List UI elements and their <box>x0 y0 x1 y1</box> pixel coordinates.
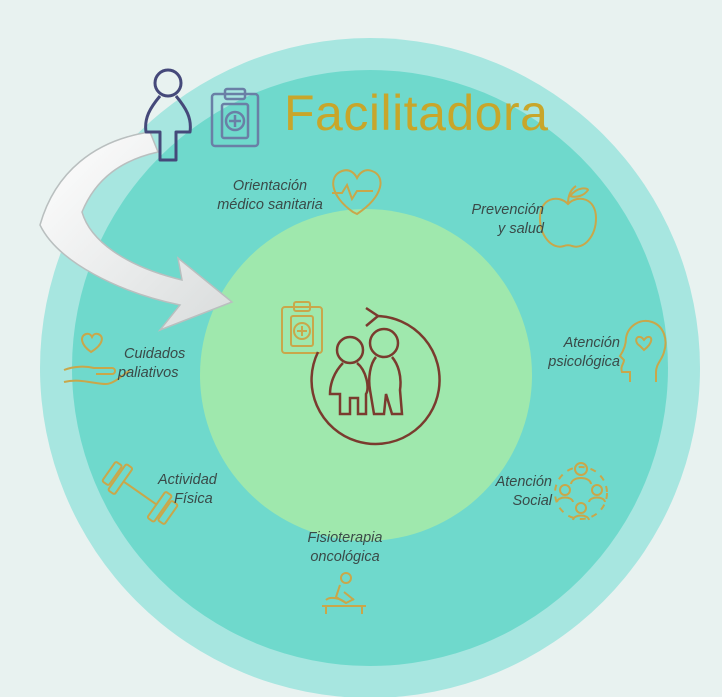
label-fisioterapia-oncologica: Fisioterapia oncológica <box>307 530 383 565</box>
physiotherapy-icon <box>322 572 366 614</box>
head-heart-icon <box>618 320 667 382</box>
apple-icon <box>538 185 598 248</box>
clipboard-medical-icon <box>210 87 260 148</box>
center-family-icon <box>310 306 441 446</box>
social-network-icon <box>554 462 608 521</box>
facilitator-person-icon <box>144 68 192 162</box>
curved-arrow <box>39 131 234 332</box>
label-orientacion-medico-sanitaria: Orientación médico sanitaria <box>217 178 323 213</box>
label-atencion-social: Atención Social <box>495 474 552 509</box>
center-clipboard-icon <box>281 301 323 354</box>
label-cuidados-paliativos: Cuidados paliativos <box>118 346 186 381</box>
label-actividad-fisica: Actividad Física <box>158 472 217 507</box>
facilitadora-title: Facilitadora <box>284 85 549 141</box>
dumbbell-icon <box>101 461 179 525</box>
label-prevencion-salud: Prevención y salud <box>471 202 544 237</box>
hand-heart-icon <box>63 332 131 386</box>
heart-pulse-icon <box>332 169 382 216</box>
label-atencion-psicologica: Atención psicológica <box>548 335 620 370</box>
